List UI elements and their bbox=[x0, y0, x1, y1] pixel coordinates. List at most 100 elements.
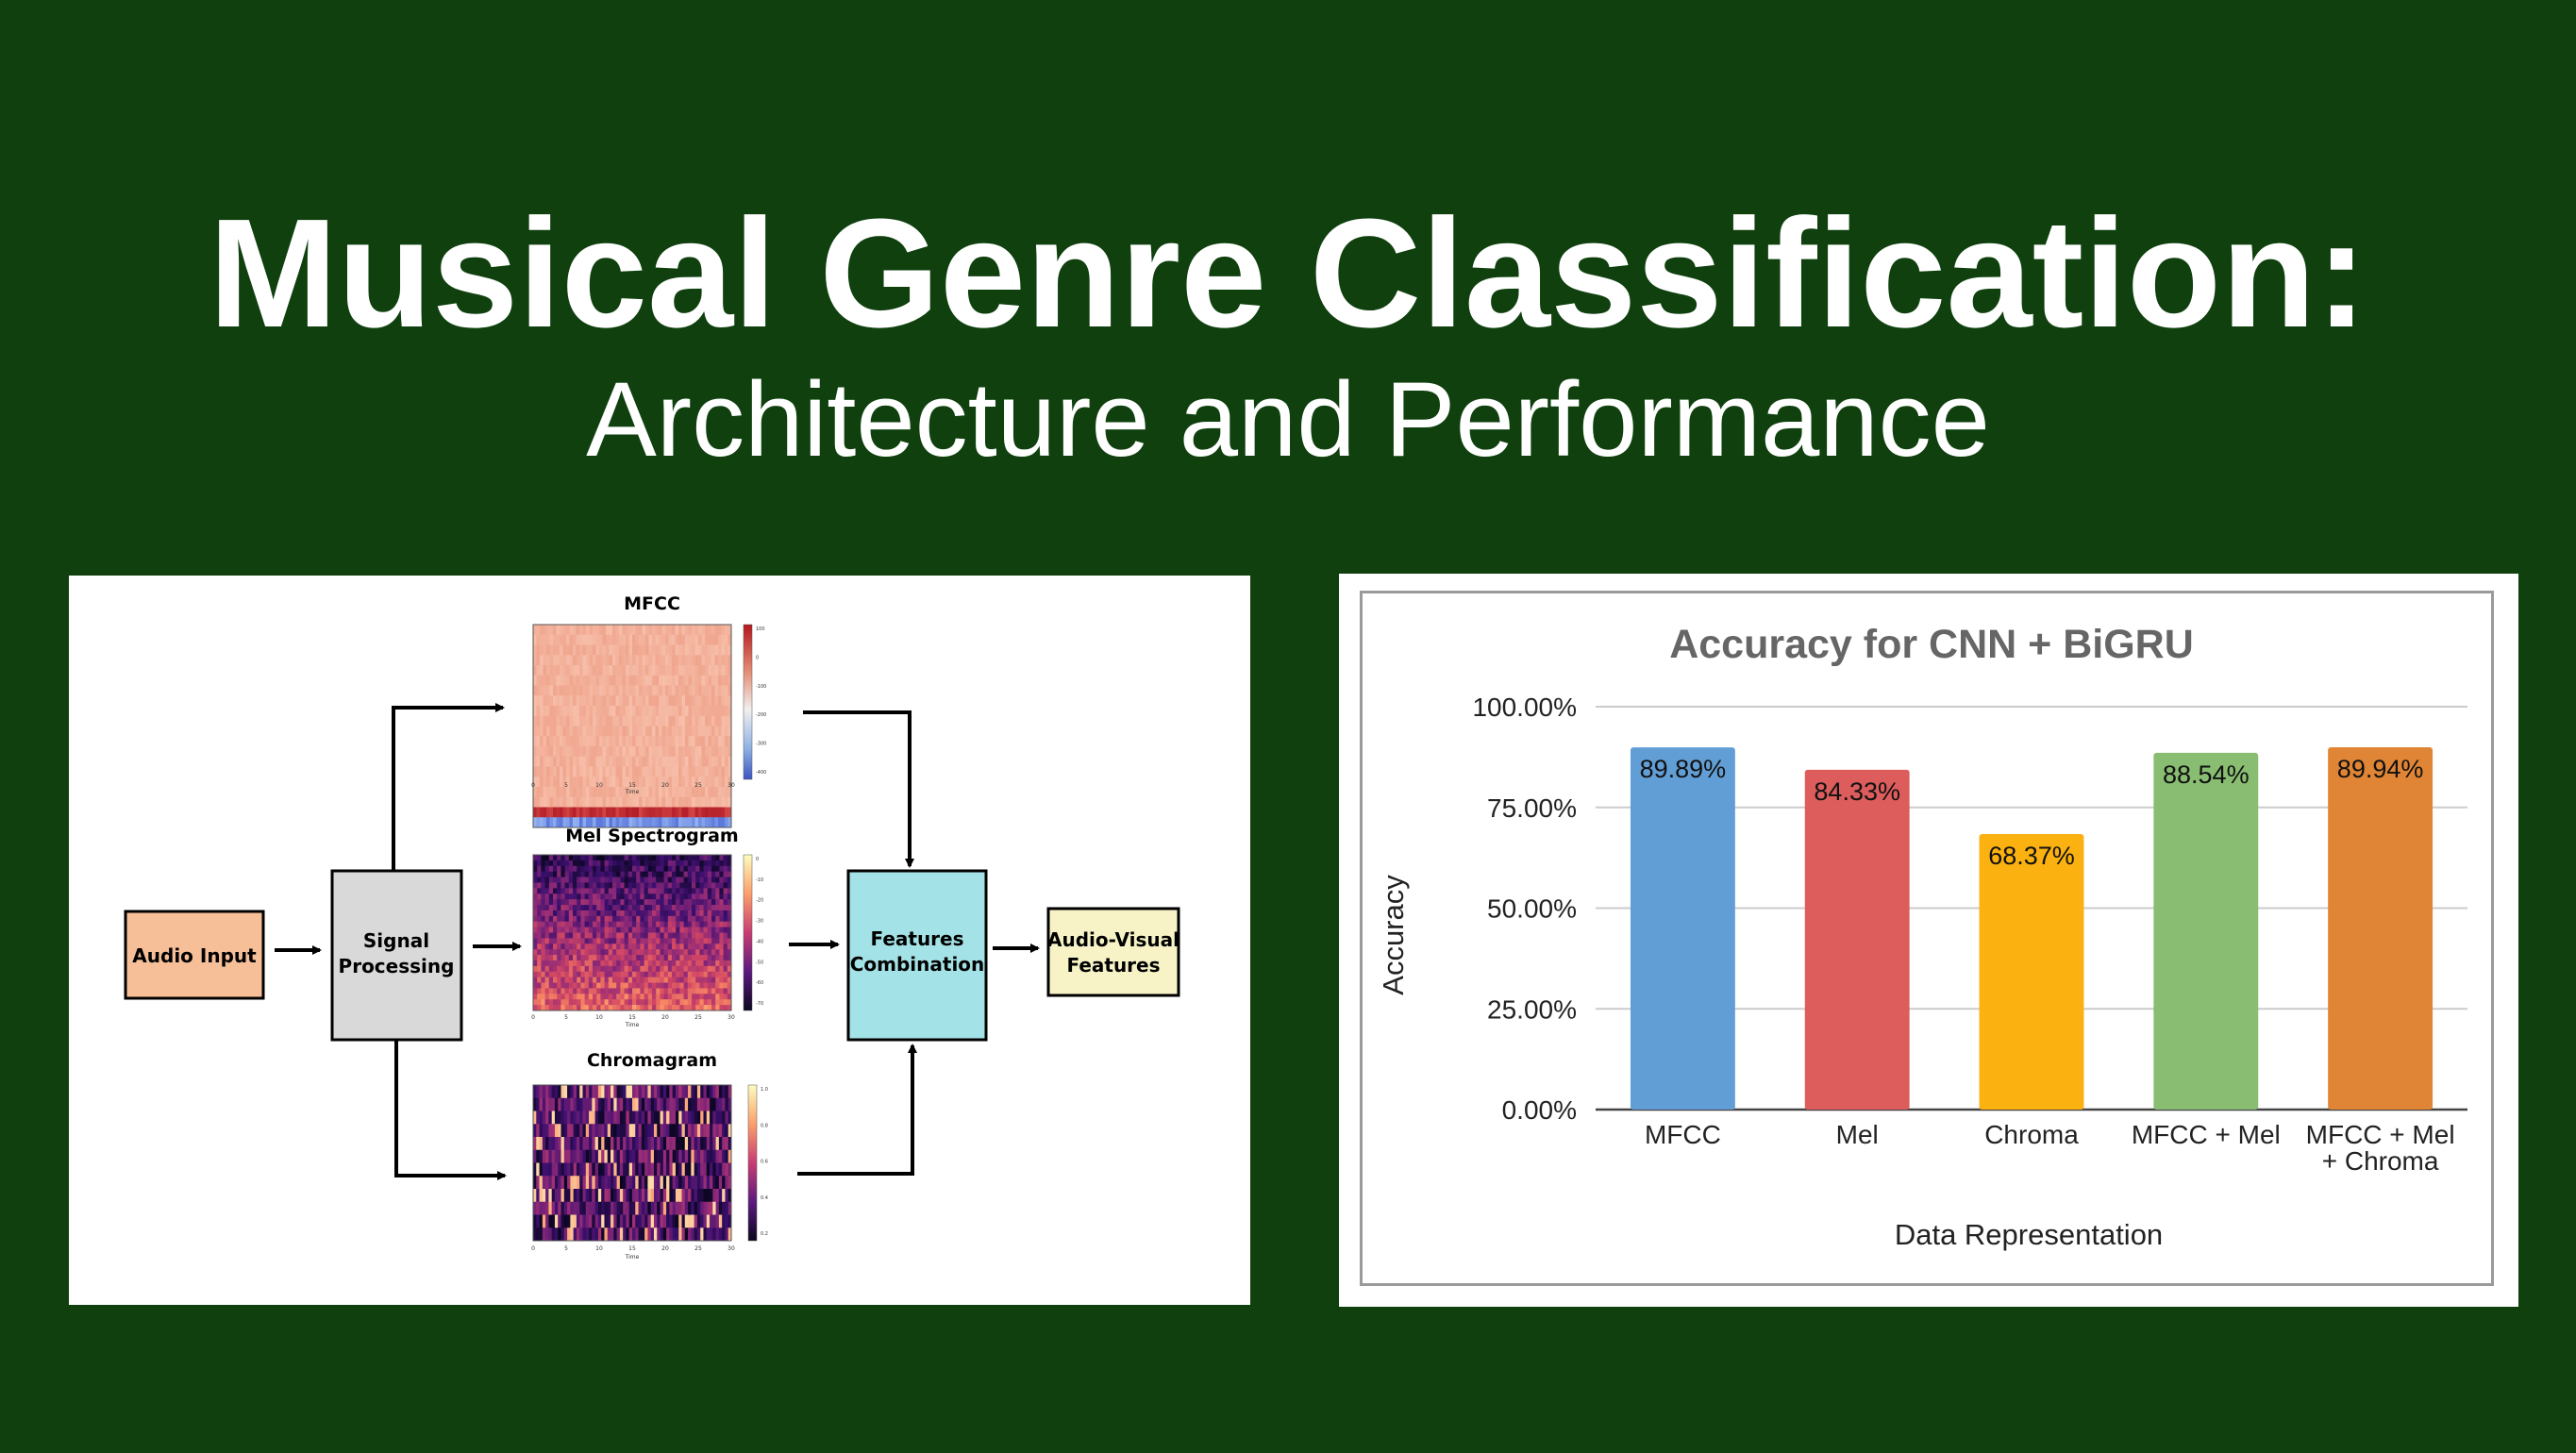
heatmap-cell bbox=[660, 1085, 664, 1099]
heatmap-cell bbox=[639, 766, 643, 777]
heatmap-cell bbox=[647, 1005, 653, 1011]
heatmap-cell bbox=[632, 877, 637, 883]
heatmap-cell bbox=[652, 817, 656, 828]
heatmap-cell bbox=[624, 877, 629, 883]
heatmap-cell bbox=[533, 1149, 537, 1163]
heatmap-cell bbox=[626, 715, 629, 726]
heatmap-cell bbox=[688, 685, 693, 696]
heatmap-cell bbox=[678, 1189, 682, 1203]
heatmap-cell bbox=[683, 938, 689, 944]
heatmap-cell bbox=[707, 949, 712, 956]
heatmap-cell bbox=[533, 865, 538, 873]
heatmap-cell bbox=[650, 1085, 655, 1099]
heatmap-cell bbox=[616, 1176, 621, 1190]
heatmap-cell bbox=[652, 944, 657, 950]
heatmap-cell bbox=[703, 894, 709, 900]
heatmap-cell bbox=[556, 644, 560, 656]
heatmap-cell bbox=[612, 706, 616, 717]
heatmap-cell bbox=[727, 971, 732, 978]
heatmap-cell bbox=[675, 726, 679, 737]
heatmap-cell bbox=[662, 1228, 667, 1242]
heatmap-cell bbox=[596, 932, 601, 939]
heatmap-cell bbox=[585, 1214, 590, 1228]
heatmap-cell bbox=[615, 625, 620, 636]
heatmap-cell bbox=[619, 787, 623, 798]
heatmap-cell bbox=[683, 927, 689, 933]
heatmap-cell bbox=[624, 982, 629, 989]
heatmap-cell bbox=[553, 777, 557, 788]
heatmap-cell bbox=[672, 877, 677, 883]
heatmap-cell bbox=[600, 877, 605, 883]
heatmap-cell bbox=[620, 949, 625, 956]
heatmap-cell bbox=[708, 796, 712, 808]
heatmap-cell bbox=[594, 1124, 599, 1138]
heatmap-cell bbox=[536, 756, 541, 767]
heatmap-cell bbox=[708, 695, 712, 707]
heatmap-cell bbox=[608, 982, 613, 989]
heatmap-cell bbox=[656, 921, 661, 927]
heatmap-cell bbox=[623, 1214, 627, 1228]
heatmap-cell bbox=[548, 865, 554, 873]
heatmap-cell bbox=[715, 888, 720, 894]
heatmap-cell bbox=[632, 971, 637, 978]
heatmap-cell bbox=[566, 756, 570, 767]
heatmap-cell bbox=[556, 685, 560, 696]
heatmap-cell bbox=[560, 999, 565, 1006]
heatmap-cell bbox=[660, 988, 664, 994]
heatmap-cell bbox=[553, 665, 557, 676]
heatmap-cell bbox=[573, 1085, 577, 1099]
heatmap-cell bbox=[656, 905, 661, 911]
heatmap-cell bbox=[719, 999, 724, 1006]
heatmap-cell bbox=[692, 1005, 696, 1011]
mel-title: Mel Spectrogram bbox=[565, 826, 738, 846]
heatmap-cell bbox=[622, 726, 627, 737]
heatmap-cell bbox=[711, 644, 715, 656]
heatmap-cell bbox=[642, 756, 646, 767]
heatmap-cell bbox=[564, 977, 570, 983]
heatmap-cell bbox=[540, 695, 544, 707]
heatmap-cell bbox=[718, 1111, 723, 1125]
heatmap-cell bbox=[600, 977, 605, 983]
heatmap-cell bbox=[725, 644, 728, 656]
heatmap-cell bbox=[604, 1124, 609, 1138]
heatmap-cell bbox=[683, 949, 689, 956]
heatmap-cell bbox=[663, 899, 669, 906]
heatmap-cell bbox=[698, 817, 702, 828]
heatmap-cell bbox=[711, 932, 716, 939]
heatmap-cell bbox=[683, 899, 689, 906]
heatmap-cell bbox=[544, 965, 550, 973]
heatmap-cell bbox=[626, 1214, 630, 1228]
heatmap-cell bbox=[715, 955, 720, 961]
heatmap-cell bbox=[626, 796, 629, 808]
heatmap-cell bbox=[706, 1124, 711, 1138]
heatmap-cell bbox=[687, 977, 693, 983]
heatmap-cell bbox=[602, 625, 607, 636]
heatmap-cell bbox=[558, 1214, 561, 1228]
heatmap-cell bbox=[692, 787, 695, 798]
heatmap-cell bbox=[593, 746, 596, 758]
heatmap-cell bbox=[533, 927, 538, 933]
heatmap-cell bbox=[636, 932, 641, 939]
heatmap-cell bbox=[627, 949, 633, 956]
colorbar-tick-label: 0.8 bbox=[761, 1123, 768, 1128]
heatmap-cell bbox=[536, 1176, 540, 1190]
heatmap-cell bbox=[683, 944, 689, 950]
heatmap-cell bbox=[681, 655, 686, 666]
heatmap-cell bbox=[642, 787, 646, 798]
heatmap-cell bbox=[612, 860, 617, 867]
heatmap-cell bbox=[615, 644, 620, 656]
heatmap-cell bbox=[556, 715, 560, 726]
heatmap-cell bbox=[656, 915, 661, 923]
heatmap-cell bbox=[588, 932, 594, 939]
heatmap-cell bbox=[544, 999, 550, 1006]
heatmap-cell bbox=[549, 655, 554, 666]
heatmap-cell bbox=[703, 888, 709, 894]
heatmap-cell bbox=[728, 746, 732, 758]
heatmap-cell bbox=[648, 655, 653, 666]
heatmap-cell bbox=[573, 894, 577, 900]
heatmap-cell bbox=[635, 817, 640, 828]
heatmap-cell bbox=[612, 955, 617, 961]
heatmap-cell bbox=[546, 655, 550, 666]
heatmap-cell bbox=[710, 1176, 713, 1190]
heatmap-cell bbox=[650, 1149, 655, 1163]
